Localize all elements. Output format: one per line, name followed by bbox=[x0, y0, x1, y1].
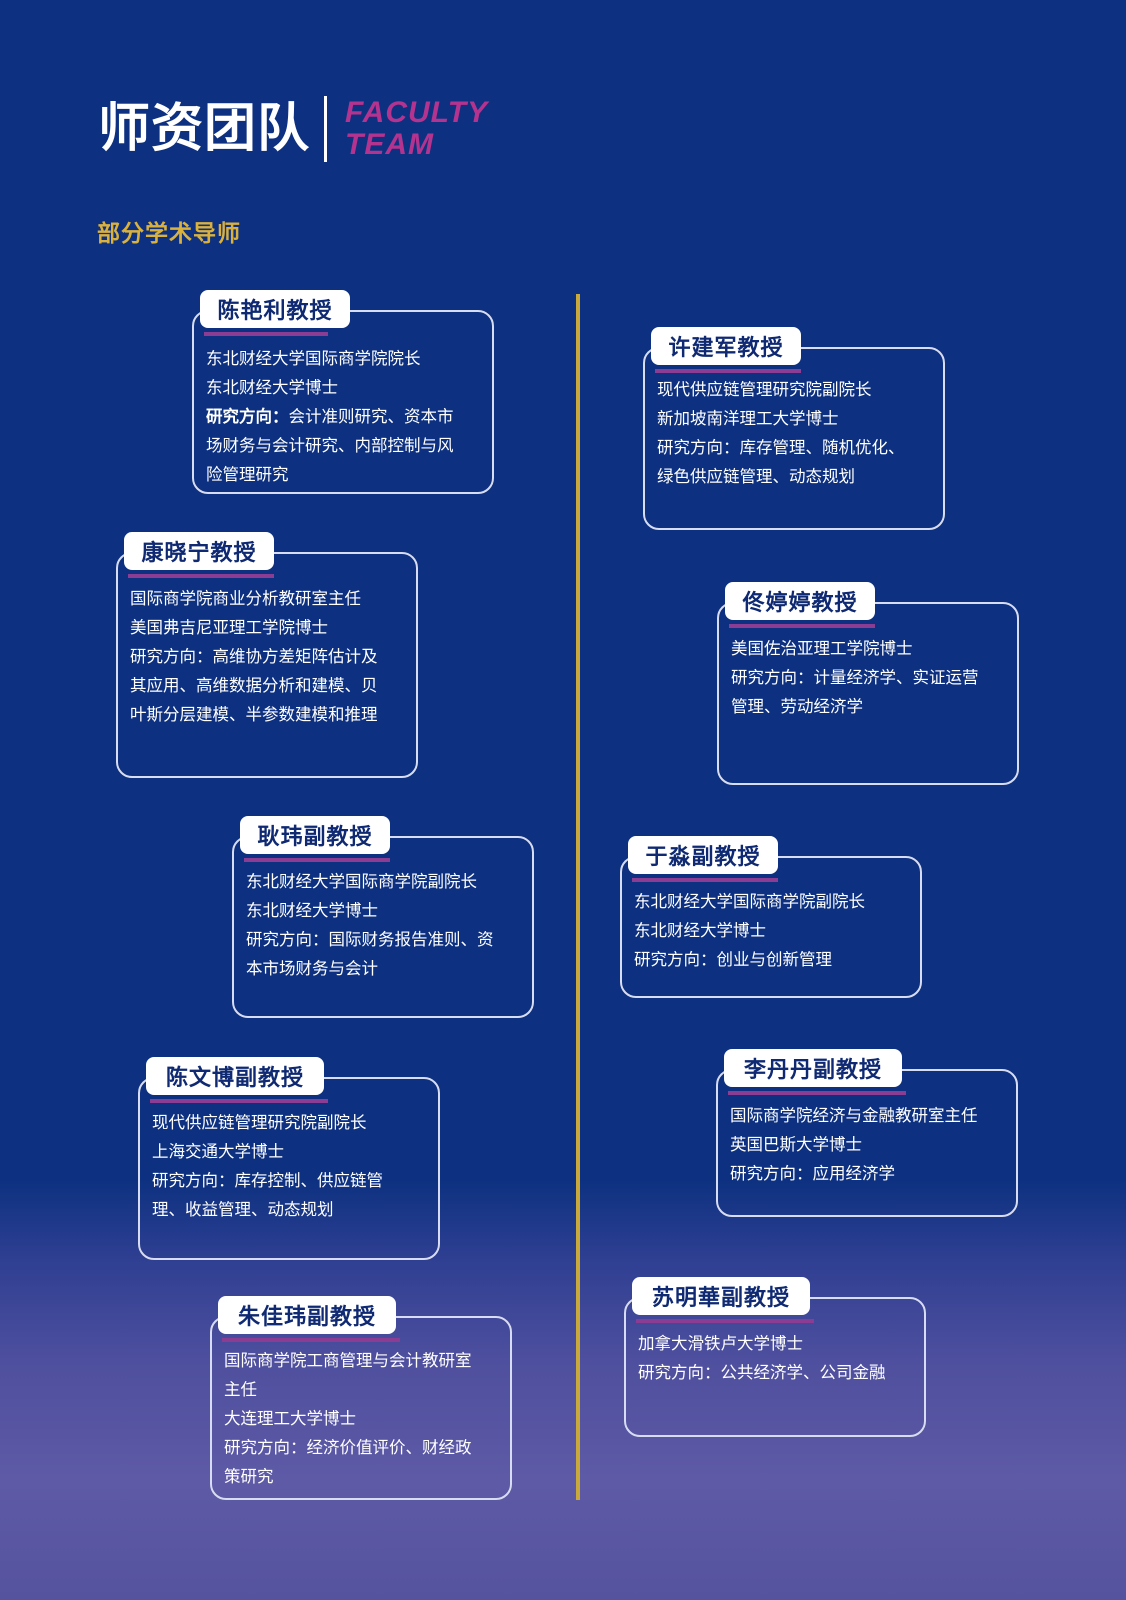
faculty-name-tab: 李丹丹副教授 bbox=[724, 1049, 902, 1087]
name-underline bbox=[204, 332, 328, 336]
faculty-card: 于淼副教授 东北财经大学国际商学院副院长 东北财经大学博士 研究方向：创业与创新… bbox=[620, 836, 922, 998]
faculty-name-tab: 耿玮副教授 bbox=[240, 816, 390, 854]
faculty-name-tab: 陈艳利教授 bbox=[200, 290, 350, 328]
research-line: 研究方向：库存控制、供应链管 bbox=[152, 1171, 383, 1190]
faculty-card: 陈艳利教授 东北财经大学国际商学院院长 东北财经大学博士 研究方向：会计准则研究… bbox=[192, 290, 494, 494]
faculty-name-tab: 朱佳玮副教授 bbox=[218, 1296, 396, 1334]
research-label: 研究方向： bbox=[638, 1363, 721, 1382]
center-timeline-divider bbox=[576, 294, 580, 1500]
research-line: 研究方向：高维协方差矩阵估计及 bbox=[130, 647, 378, 666]
title-en-line2: TEAM bbox=[345, 128, 435, 161]
faculty-name-tab: 于淼副教授 bbox=[628, 836, 778, 874]
detail-line: 大连理工大学博士 bbox=[224, 1409, 356, 1428]
faculty-name-tab: 苏明華副教授 bbox=[632, 1277, 810, 1315]
detail-line: 加拿大滑铁卢大学博士 bbox=[638, 1334, 803, 1353]
name-underline bbox=[244, 858, 390, 862]
page-header: 师资团队 FACULTY TEAM bbox=[98, 96, 488, 162]
detail-line: 东北财经大学博士 bbox=[634, 921, 766, 940]
detail-line: 现代供应链管理研究院副院长 bbox=[152, 1113, 367, 1132]
faculty-card: 耿玮副教授 东北财经大学国际商学院副院长 东北财经大学博士 研究方向：国际财务报… bbox=[232, 816, 534, 1018]
research-line: 研究方向：国际财务报告准则、资 bbox=[246, 930, 494, 949]
research-label: 研究方向： bbox=[657, 438, 740, 457]
research-line: 策研究 bbox=[224, 1467, 274, 1486]
research-line: 研究方向：应用经济学 bbox=[730, 1164, 895, 1183]
faculty-name-tab: 陈文博副教授 bbox=[146, 1057, 324, 1095]
detail-line: 英国巴斯大学博士 bbox=[730, 1135, 862, 1154]
faculty-details: 现代供应链管理研究院副院长 上海交通大学博士 研究方向：库存控制、供应链管 理、… bbox=[152, 1108, 428, 1224]
research-label: 研究方向： bbox=[731, 668, 814, 687]
faculty-details: 东北财经大学国际商学院院长 东北财经大学博士 研究方向：会计准则研究、资本市 场… bbox=[206, 344, 482, 489]
faculty-details: 加拿大滑铁卢大学博士 研究方向：公共经济学、公司金融 bbox=[638, 1329, 914, 1387]
detail-line: 主任 bbox=[224, 1380, 257, 1399]
research-line: 管理、劳动经济学 bbox=[731, 697, 863, 716]
faculty-details: 东北财经大学国际商学院副院长 东北财经大学博士 研究方向：创业与创新管理 bbox=[634, 887, 910, 974]
faculty-card: 李丹丹副教授 国际商学院经济与金融教研室主任 英国巴斯大学博士 研究方向：应用经… bbox=[716, 1049, 1018, 1217]
name-underline bbox=[729, 624, 875, 628]
research-line: 场财务与会计研究、内部控制与风 bbox=[206, 436, 454, 455]
research-label: 研究方向： bbox=[130, 647, 213, 666]
name-underline bbox=[128, 574, 274, 578]
name-underline bbox=[222, 1338, 400, 1342]
faculty-details: 东北财经大学国际商学院副院长 东北财经大学博士 研究方向：国际财务报告准则、资 … bbox=[246, 867, 522, 983]
detail-line: 东北财经大学国际商学院副院长 bbox=[634, 892, 865, 911]
research-label: 研究方向： bbox=[634, 950, 717, 969]
faculty-name-tab: 康晓宁教授 bbox=[124, 532, 274, 570]
detail-line: 上海交通大学博士 bbox=[152, 1142, 284, 1161]
title-en-line1: FACULTY bbox=[345, 96, 489, 129]
name-underline bbox=[632, 878, 778, 882]
research-line: 研究方向：会计准则研究、资本市 bbox=[206, 407, 454, 426]
detail-line: 国际商学院经济与金融教研室主任 bbox=[730, 1106, 978, 1125]
name-underline bbox=[655, 369, 801, 373]
detail-line: 国际商学院工商管理与会计教研室 bbox=[224, 1351, 472, 1370]
detail-line: 美国佐治亚理工学院博士 bbox=[731, 639, 913, 658]
faculty-name-tab: 许建军教授 bbox=[651, 327, 801, 365]
section-subtitle: 部分学术导师 bbox=[97, 221, 241, 247]
title-en: FACULTY TEAM bbox=[345, 97, 488, 161]
faculty-details: 国际商学院商业分析教研室主任 美国弗吉尼亚理工学院博士 研究方向：高维协方差矩阵… bbox=[130, 584, 406, 729]
faculty-details: 现代供应链管理研究院副院长 新加坡南洋理工大学博士 研究方向：库存管理、随机优化… bbox=[657, 375, 933, 491]
research-line: 叶斯分层建模、半参数建模和推理 bbox=[130, 705, 378, 724]
faculty-card: 苏明華副教授 加拿大滑铁卢大学博士 研究方向：公共经济学、公司金融 bbox=[624, 1277, 926, 1437]
detail-line: 东北财经大学国际商学院副院长 bbox=[246, 872, 477, 891]
name-underline bbox=[150, 1099, 328, 1103]
detail-line: 美国弗吉尼亚理工学院博士 bbox=[130, 618, 328, 637]
detail-line: 东北财经大学国际商学院院长 bbox=[206, 349, 421, 368]
research-line: 研究方向：创业与创新管理 bbox=[634, 950, 832, 969]
research-line: 本市场财务与会计 bbox=[246, 959, 378, 978]
research-line: 绿色供应链管理、动态规划 bbox=[657, 467, 855, 486]
name-underline bbox=[636, 1319, 814, 1323]
faculty-details: 国际商学院经济与金融教研室主任 英国巴斯大学博士 研究方向：应用经济学 bbox=[730, 1101, 1006, 1188]
research-line: 研究方向：经济价值评价、财经政 bbox=[224, 1438, 472, 1457]
faculty-card: 许建军教授 现代供应链管理研究院副院长 新加坡南洋理工大学博士 研究方向：库存管… bbox=[643, 327, 945, 530]
research-label: 研究方向： bbox=[206, 407, 289, 426]
research-label: 研究方向： bbox=[730, 1164, 813, 1183]
research-line: 研究方向：库存管理、随机优化、 bbox=[657, 438, 905, 457]
faculty-name-tab: 佟婷婷教授 bbox=[725, 582, 875, 620]
research-line: 理、收益管理、动态规划 bbox=[152, 1200, 334, 1219]
research-line: 险管理研究 bbox=[206, 465, 289, 484]
detail-line: 东北财经大学博士 bbox=[206, 378, 338, 397]
page-title: 师资团队 bbox=[98, 99, 311, 159]
research-label: 研究方向： bbox=[152, 1171, 235, 1190]
title-divider bbox=[324, 96, 328, 162]
detail-line: 东北财经大学博士 bbox=[246, 901, 378, 920]
faculty-card: 朱佳玮副教授 国际商学院工商管理与会计教研室 主任 大连理工大学博士 研究方向：… bbox=[210, 1296, 512, 1500]
faculty-details: 国际商学院工商管理与会计教研室 主任 大连理工大学博士 研究方向：经济价值评价、… bbox=[224, 1346, 500, 1491]
name-underline bbox=[728, 1091, 906, 1095]
detail-line: 新加坡南洋理工大学博士 bbox=[657, 409, 839, 428]
research-label: 研究方向： bbox=[246, 930, 329, 949]
detail-line: 现代供应链管理研究院副院长 bbox=[657, 380, 872, 399]
research-line: 研究方向：计量经济学、实证运营 bbox=[731, 668, 979, 687]
research-label: 研究方向： bbox=[224, 1438, 307, 1457]
research-line: 其应用、高维数据分析和建模、贝 bbox=[130, 676, 378, 695]
faculty-details: 美国佐治亚理工学院博士 研究方向：计量经济学、实证运营 管理、劳动经济学 bbox=[731, 634, 1007, 721]
faculty-card: 佟婷婷教授 美国佐治亚理工学院博士 研究方向：计量经济学、实证运营 管理、劳动经… bbox=[717, 582, 1019, 785]
faculty-card: 陈文博副教授 现代供应链管理研究院副院长 上海交通大学博士 研究方向：库存控制、… bbox=[138, 1057, 440, 1260]
faculty-card: 康晓宁教授 国际商学院商业分析教研室主任 美国弗吉尼亚理工学院博士 研究方向：高… bbox=[116, 532, 418, 778]
research-line: 研究方向：公共经济学、公司金融 bbox=[638, 1363, 886, 1382]
detail-line: 国际商学院商业分析教研室主任 bbox=[130, 589, 361, 608]
